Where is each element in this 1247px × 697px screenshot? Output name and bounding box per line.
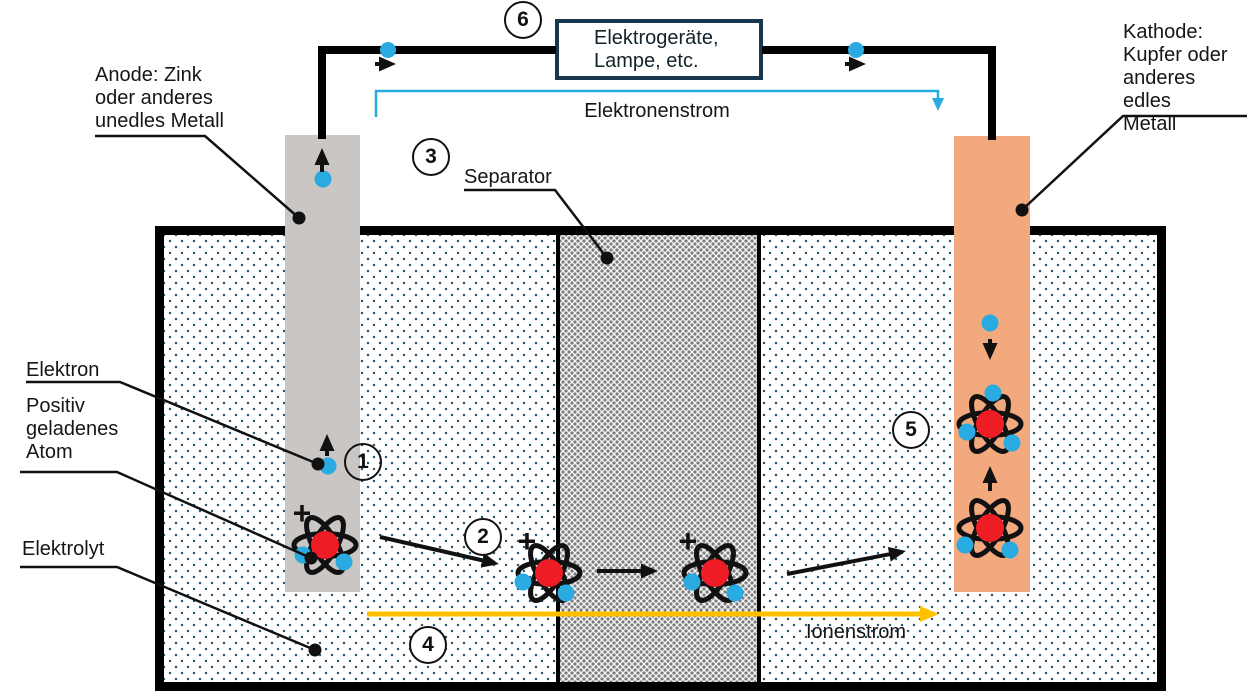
kathode-label: Kathode: Kupfer oder anderes edles Metal… [1123, 21, 1228, 135]
badge-4: 4 [409, 626, 447, 664]
anode-bar [285, 135, 360, 592]
positiv-atom-label: Positiv geladenes Atom [26, 395, 119, 463]
badge-2: 2 [464, 518, 502, 556]
device-box: Elektrogeräte, Lampe, etc. [555, 19, 763, 80]
badge-6: 6 [504, 1, 542, 39]
elektron-label: Elektron [26, 359, 100, 381]
separator-label: Separator [464, 166, 552, 188]
badge-1: 1 [344, 443, 382, 481]
wire-electron-right [848, 42, 864, 58]
badge-3: 3 [412, 138, 450, 176]
device-box-label: Elektrogeräte, Lampe, etc. [594, 26, 719, 72]
elektronenstrom-label: Elektronenstrom [584, 100, 730, 122]
badge-5: 5 [892, 411, 930, 449]
elektrolyt-label: Elektrolyt [22, 538, 105, 560]
cathode-bar [954, 136, 1030, 592]
ionenstrom-label: Ionenstrom [806, 621, 907, 643]
anode-leader [95, 134, 300, 219]
separator-region [556, 235, 761, 682]
wire-electron-left [380, 42, 396, 58]
wire-right [762, 46, 996, 140]
wire-left [318, 46, 556, 139]
anode-label: Anode: Zink oder anderes unedles Metall [95, 64, 224, 132]
